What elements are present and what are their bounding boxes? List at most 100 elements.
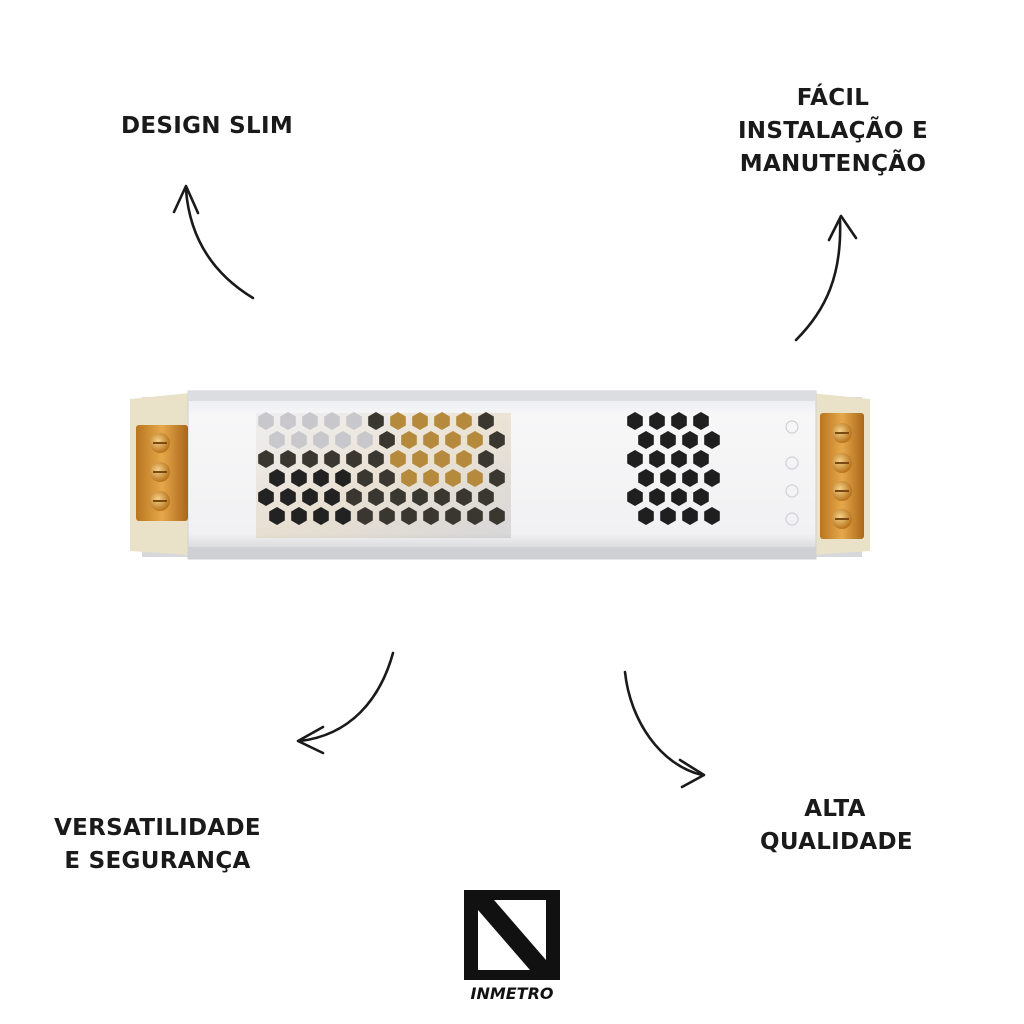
terminal-block-right xyxy=(820,413,864,539)
curved-arrow-icon xyxy=(172,184,255,300)
feature-text-line: QUALIDADE xyxy=(760,829,913,855)
feature-text-line: MANUTENÇÃO xyxy=(739,151,927,177)
vent-hole xyxy=(638,507,654,525)
vent-hole xyxy=(434,488,450,506)
terminal-symbols xyxy=(785,420,799,526)
vent-hole xyxy=(445,469,461,487)
vent-hole xyxy=(280,488,296,506)
vent-hole xyxy=(302,488,318,506)
vent-hole xyxy=(313,469,329,487)
vent-hole xyxy=(357,431,373,449)
vent-hole xyxy=(693,412,709,430)
vent-hole xyxy=(258,450,274,468)
vent-hole xyxy=(280,412,296,430)
vent-hole xyxy=(401,469,417,487)
vent-hole xyxy=(346,450,362,468)
feature-versatilidade: VERSATILIDADE E SEGURANÇA xyxy=(50,812,265,878)
vent-hole xyxy=(423,431,439,449)
vent-hole xyxy=(324,412,340,430)
vent-hole xyxy=(346,412,362,430)
vent-hole xyxy=(434,450,450,468)
vent-hole xyxy=(467,507,483,525)
vent-hole xyxy=(412,488,428,506)
curved-arrow-icon xyxy=(296,651,395,755)
vent-hole xyxy=(682,431,698,449)
vent-hole xyxy=(258,488,274,506)
feature-text-line: DESIGN SLIM xyxy=(120,113,294,139)
vent-hole xyxy=(693,450,709,468)
vent-hole xyxy=(456,488,472,506)
vent-hole xyxy=(671,412,687,430)
vent-hole xyxy=(368,450,384,468)
vent-hole xyxy=(434,412,450,430)
vent-hole xyxy=(682,507,698,525)
vent-hole xyxy=(368,412,384,430)
vent-hole xyxy=(280,450,296,468)
vent-hole xyxy=(379,469,395,487)
inmetro-logo-text: INMETRO xyxy=(470,984,554,1003)
vent-hole xyxy=(368,488,384,506)
vent-hole xyxy=(489,507,505,525)
vent-hole xyxy=(445,431,461,449)
vent-hole xyxy=(335,469,351,487)
vent-hole xyxy=(478,412,494,430)
vent-hole xyxy=(324,488,340,506)
vent-hole xyxy=(671,450,687,468)
vent-hole xyxy=(704,469,720,487)
vent-hole xyxy=(489,469,505,487)
vent-hole xyxy=(269,469,285,487)
vent-hole xyxy=(324,450,340,468)
vent-hole xyxy=(423,469,439,487)
vent-hole xyxy=(379,507,395,525)
vent-hole xyxy=(335,431,351,449)
curved-arrow-icon xyxy=(623,670,706,789)
feature-design-slim: DESIGN SLIM xyxy=(112,110,302,143)
vent-hole xyxy=(390,488,406,506)
vent-hole xyxy=(346,488,362,506)
vent-hole xyxy=(445,507,461,525)
vent-hole xyxy=(379,431,395,449)
power-supply-image xyxy=(130,390,870,560)
vent-hole xyxy=(423,507,439,525)
vent-hole xyxy=(335,507,351,525)
feature-text-line: ALTA xyxy=(804,796,866,822)
vent-hole xyxy=(313,431,329,449)
feature-text-line: VERSATILIDADE xyxy=(54,815,261,841)
vent-hole xyxy=(660,431,676,449)
curved-arrow-icon xyxy=(794,214,858,342)
vent-hole xyxy=(638,469,654,487)
vent-hole xyxy=(357,507,373,525)
vent-hole xyxy=(693,488,709,506)
vent-hole xyxy=(467,469,483,487)
vent-hole xyxy=(671,488,687,506)
vent-hole xyxy=(456,412,472,430)
vent-hole xyxy=(269,507,285,525)
vent-hole xyxy=(478,488,494,506)
vent-grille xyxy=(627,412,720,525)
vent-hole xyxy=(478,450,494,468)
terminal-block-left xyxy=(136,425,188,521)
vent-hole xyxy=(412,412,428,430)
vent-hole xyxy=(357,469,373,487)
vent-grille xyxy=(256,412,511,538)
vent-hole xyxy=(682,469,698,487)
vent-hole xyxy=(704,507,720,525)
vent-hole xyxy=(627,412,643,430)
vent-hole xyxy=(660,469,676,487)
vent-hole xyxy=(649,488,665,506)
vent-hole xyxy=(649,412,665,430)
vent-hole xyxy=(291,469,307,487)
vent-hole xyxy=(467,431,483,449)
vent-hole xyxy=(627,450,643,468)
vent-hole xyxy=(489,431,505,449)
vent-hole xyxy=(638,431,654,449)
vent-hole xyxy=(627,488,643,506)
vent-hole xyxy=(401,507,417,525)
vent-hole xyxy=(660,507,676,525)
vent-hole xyxy=(302,450,318,468)
vent-hole xyxy=(649,450,665,468)
vent-hole xyxy=(269,431,285,449)
vent-hole xyxy=(313,507,329,525)
vent-hole xyxy=(258,412,274,430)
